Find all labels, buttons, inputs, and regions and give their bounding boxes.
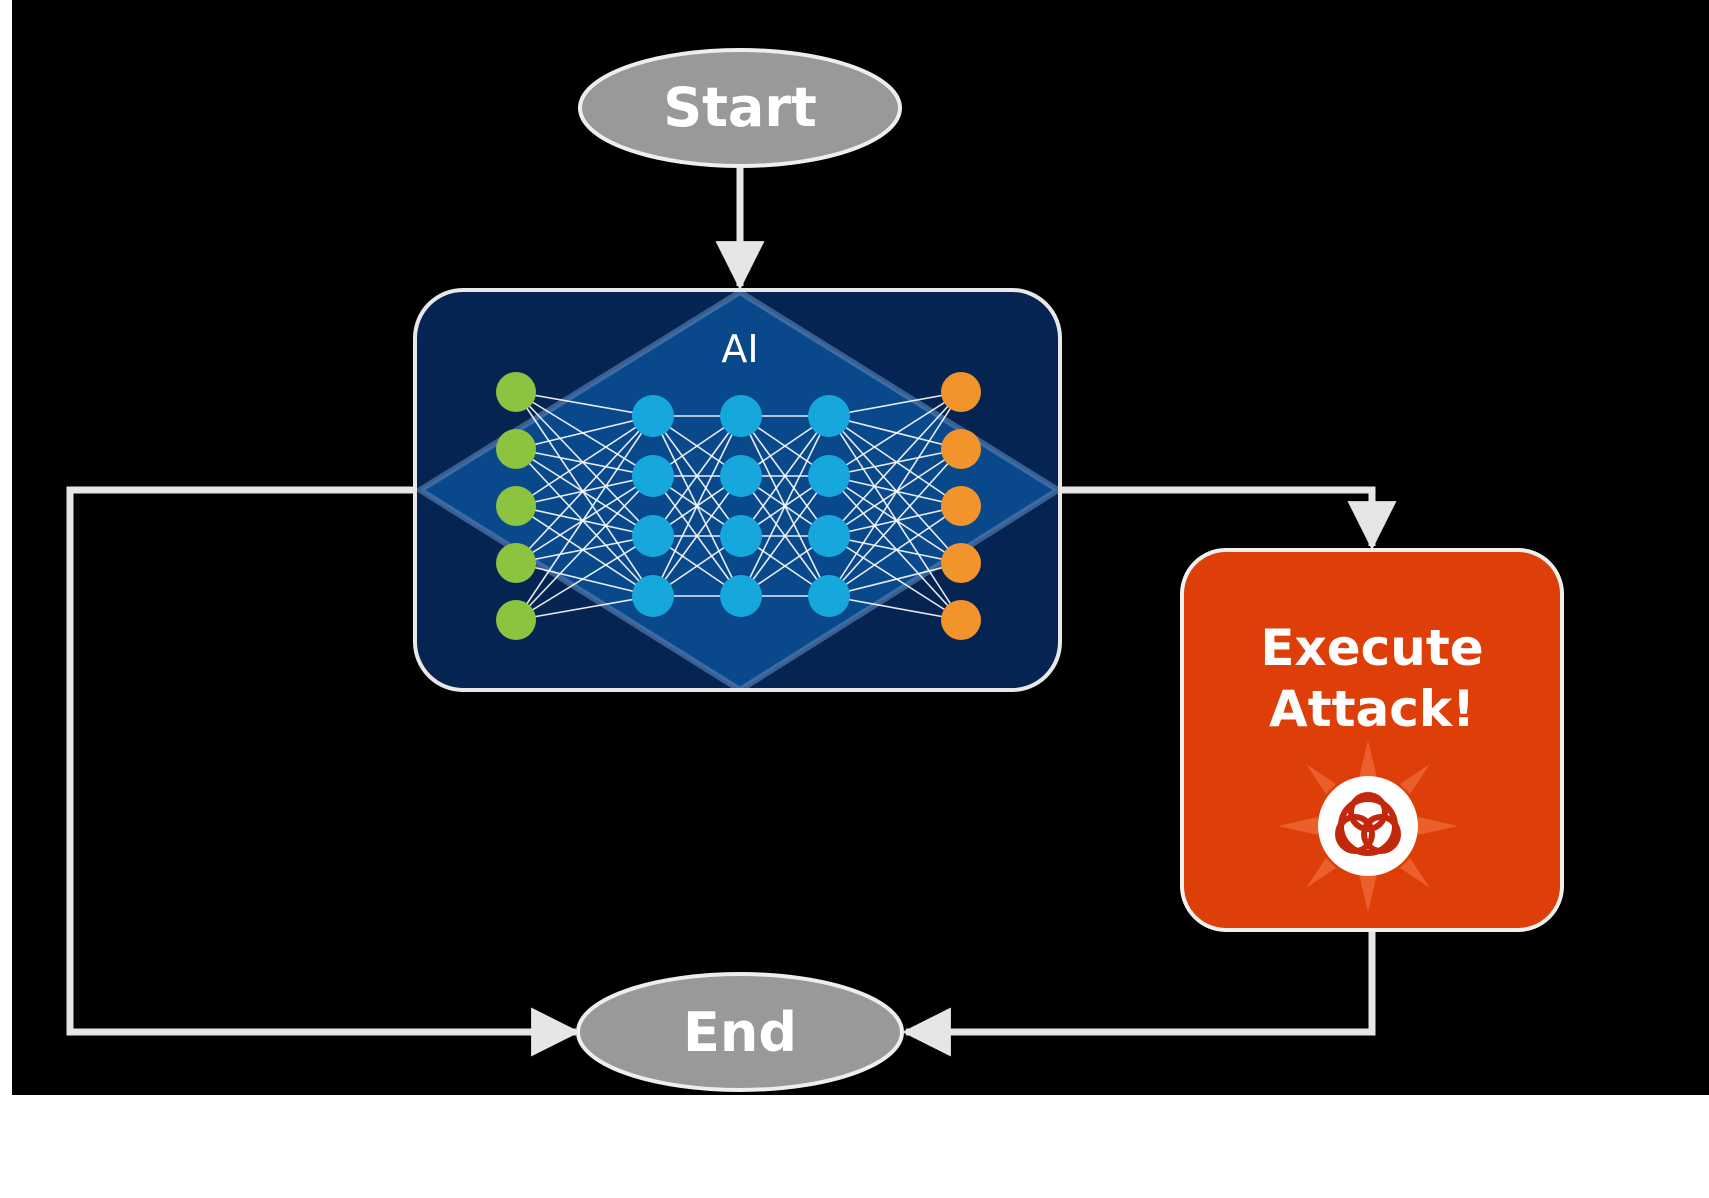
nn-connection: [828, 595, 962, 621]
end-label: End: [683, 1001, 797, 1064]
attack-box: [1180, 548, 1564, 932]
nn-connection: [515, 448, 654, 477]
nn-connection: [515, 505, 654, 537]
nn-connection: [515, 475, 654, 564]
connectors: [66, 168, 1397, 1057]
nn-input-node: [496, 429, 536, 469]
nn-output-node: [941, 429, 981, 469]
ai-label: AI: [721, 327, 758, 371]
ai-node: AI: [413, 288, 1062, 692]
nn-connection: [828, 448, 962, 597]
nn-connection: [828, 391, 962, 417]
nn-connection: [828, 505, 962, 597]
nn-connection: [828, 535, 962, 564]
nn-hidden-node: [720, 455, 762, 497]
nn-connection: [828, 448, 962, 477]
connector-attack-to-end: [901, 930, 1376, 1057]
nn-connection: [828, 475, 962, 564]
nn-connection: [515, 391, 654, 537]
attack-node: Execute Attack!: [1180, 548, 1564, 932]
nn-hidden-node: [808, 515, 850, 557]
nn-connection: [828, 562, 962, 597]
start-ellipse: [578, 48, 902, 168]
nn-connection: [652, 475, 742, 597]
nn-input-node: [496, 372, 536, 412]
end-node: End: [576, 972, 904, 1092]
nn-connection: [828, 391, 962, 597]
nn-connection: [515, 415, 654, 507]
nn-connection: [652, 415, 742, 537]
nn-connection: [828, 505, 962, 537]
nn-connection: [515, 415, 654, 621]
nn-connection: [515, 505, 654, 597]
nn-connection: [828, 391, 962, 477]
nn-hidden-node: [632, 455, 674, 497]
nn-connection: [515, 595, 654, 621]
nn-connection: [828, 415, 962, 621]
nn-hidden-node: [720, 395, 762, 437]
nn-connection: [515, 391, 654, 477]
nn-connection: [828, 415, 962, 564]
nn-connection: [828, 415, 962, 507]
nn-connection: [828, 415, 962, 450]
nn-connection: [515, 535, 654, 564]
nn-connection: [515, 448, 654, 537]
nn-connection: [515, 562, 654, 597]
nn-output-node: [941, 372, 981, 412]
nn-hidden-node: [720, 515, 762, 557]
nn-connection: [740, 415, 830, 597]
nn-hidden-node: [720, 575, 762, 617]
nn-connection: [515, 448, 654, 597]
attack-label-line1: Execute: [1260, 619, 1483, 677]
nn-connection: [828, 535, 962, 621]
biohazard-icon: [1278, 740, 1458, 912]
nn-hidden-node: [808, 395, 850, 437]
nn-connection: [828, 475, 962, 621]
nn-hidden-node: [808, 455, 850, 497]
connector-ai-to-end: [66, 486, 581, 1057]
nn-output-node: [941, 543, 981, 583]
neural-network-nodes: [496, 372, 981, 640]
nn-hidden-node: [632, 575, 674, 617]
nn-connection: [515, 391, 654, 417]
nn-connection: [652, 415, 742, 597]
nn-connection: [515, 415, 654, 450]
nn-connection: [828, 448, 962, 537]
nn-input-node: [496, 543, 536, 583]
start-node: Start: [578, 48, 902, 168]
nn-output-node: [941, 600, 981, 640]
ai-box-border: [413, 288, 1062, 692]
nn-connection: [828, 391, 962, 537]
nn-hidden-node: [808, 575, 850, 617]
nn-connection: [515, 391, 654, 597]
nn-input-node: [496, 600, 536, 640]
attack-label-line2: Attack!: [1269, 680, 1475, 738]
nn-connection: [828, 475, 962, 507]
nn-output-node: [941, 486, 981, 526]
nn-connection: [515, 415, 654, 564]
nn-input-node: [496, 486, 536, 526]
nn-hidden-node: [632, 515, 674, 557]
nn-connection: [515, 475, 654, 507]
nn-connection: [740, 475, 830, 597]
nn-connection: [515, 475, 654, 621]
end-ellipse: [576, 972, 904, 1092]
nn-connection: [740, 415, 830, 537]
nn-connection: [515, 535, 654, 621]
start-label: Start: [663, 76, 817, 139]
nn-hidden-node: [632, 395, 674, 437]
connector-ai-to-attack: [1060, 486, 1397, 551]
